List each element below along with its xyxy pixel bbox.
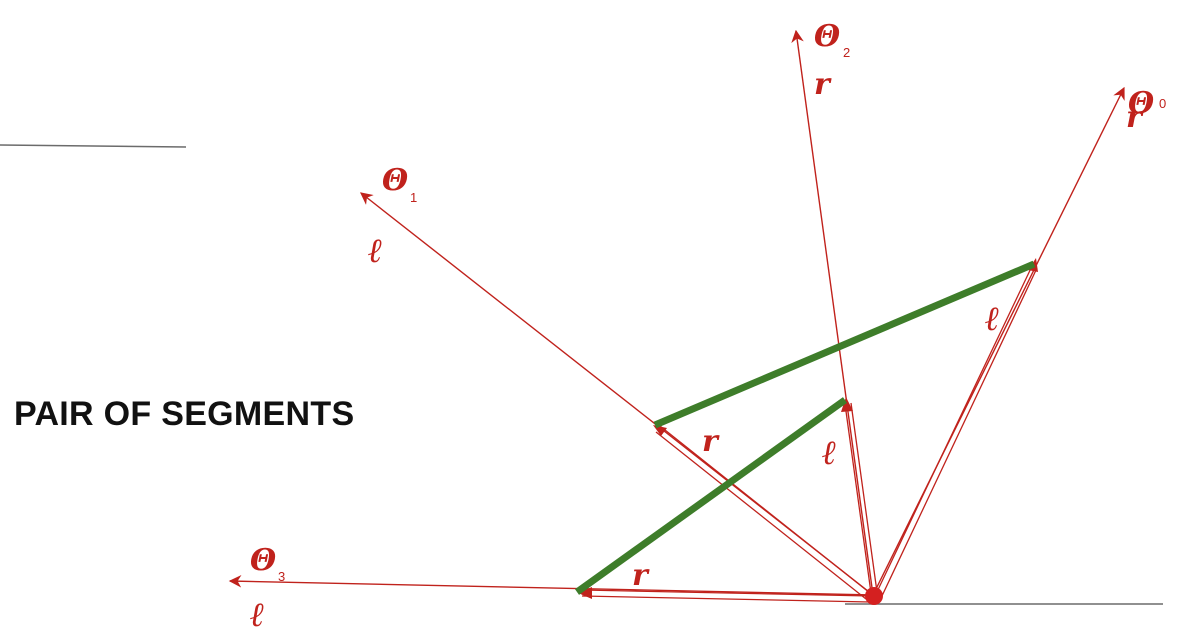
- label-lower-left-endpoint: r: [632, 558, 650, 593]
- svg-text:Θ: Θ: [814, 19, 840, 54]
- svg-text:r: r: [814, 67, 832, 102]
- segment-lower: [574, 397, 848, 595]
- label-theta-3: Θ 3 ℓ: [250, 543, 285, 635]
- baseline-top-left: [0, 144, 187, 148]
- double-ray-to-lower-right: [841, 397, 878, 594]
- diagram-title: PAIR OF SEGMENTS: [14, 395, 355, 433]
- svg-text:1: 1: [410, 190, 417, 205]
- svg-text:3: 3: [278, 569, 285, 584]
- svg-text:Θ: Θ: [1128, 86, 1154, 121]
- double-ray-to-upper-right: [874, 258, 1038, 599]
- ray-theta-3: [228, 574, 874, 596]
- label-theta-2: Θ 2 r: [814, 19, 850, 102]
- label-lower-right-endpoint: ℓ: [822, 433, 837, 473]
- svg-text:ℓ: ℓ: [250, 595, 265, 635]
- double-ray-to-lower-left: [578, 587, 871, 603]
- ray-theta-0: [872, 86, 1125, 596]
- svg-text:Θ: Θ: [250, 543, 276, 578]
- ray-theta-2: [791, 29, 874, 596]
- label-theta-1: Θ 1 ℓ: [368, 163, 417, 271]
- label-upper-right-endpoint: ℓ: [985, 299, 1000, 339]
- svg-text:Θ: Θ: [382, 163, 408, 198]
- svg-text:r: r: [1126, 100, 1144, 135]
- svg-text:ℓ: ℓ: [368, 231, 383, 271]
- svg-text:0: 0: [1159, 96, 1166, 111]
- svg-text:2: 2: [843, 45, 850, 60]
- segment-upper: [653, 260, 1036, 429]
- label-upper-left-endpoint: r: [702, 424, 720, 459]
- label-theta-0: Θ 0 r: [1126, 86, 1166, 135]
- origin-point: [865, 587, 883, 605]
